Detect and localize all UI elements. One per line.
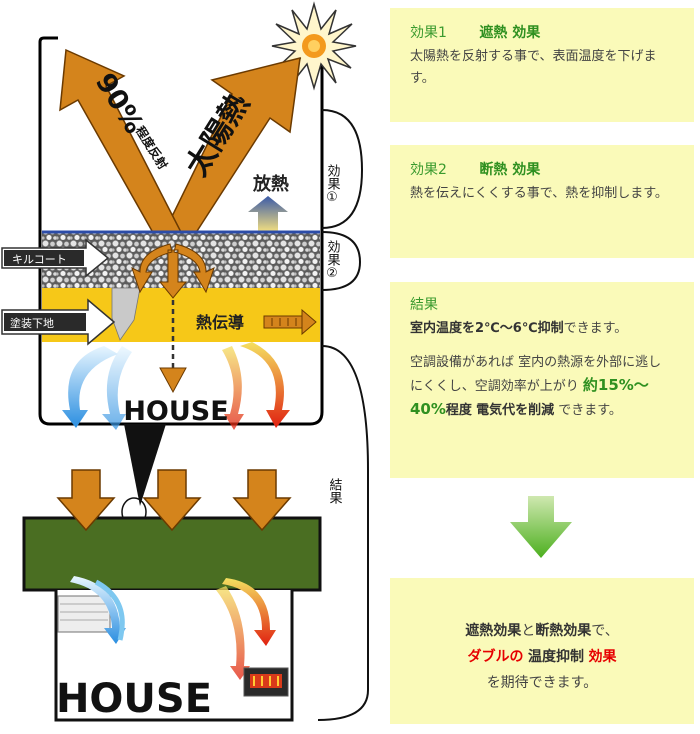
summary-w3: 断熱効果 — [535, 623, 592, 639]
coating-label-arrow: キルコート — [1, 238, 110, 278]
summary-w1: 遮熱効果 — [465, 623, 522, 639]
effect2-card: 効果2 断熱 効果 熱を伝えにくくする事で、熱を抑制します。 — [390, 145, 694, 258]
sun-heat-down-arrows — [56, 469, 292, 532]
summary-red2: 効果 — [588, 649, 617, 665]
svg-text:キルコート: キルコート — [12, 253, 67, 266]
result-title: 結果 — [410, 297, 438, 313]
summary-red1: ダブルの — [467, 649, 524, 665]
hot-air-arrow-top — [240, 342, 290, 428]
heat-release-label: 放熱 — [252, 173, 289, 195]
result-para2-d: できます。 — [554, 403, 622, 418]
heat-conduction-label: 熱伝導 — [196, 313, 244, 332]
result-para2-c: 電気代を削減 — [476, 403, 555, 418]
brace-effect1 — [321, 109, 364, 229]
svg-text:塗装下地: 塗装下地 — [10, 316, 54, 330]
down-arrow-icon — [510, 496, 572, 558]
effect1-card: 効果1 遮熱 効果 太陽熱を反射する事で、表面温度を下げます。 — [390, 8, 694, 122]
dispersal-arrows — [131, 243, 215, 299]
air-conditioner-icon — [57, 595, 111, 633]
house-label-bottom: HOUSE — [56, 676, 212, 722]
cool-air-arrow-bottom — [70, 576, 126, 644]
result-line1-bold: 室内温度を2℃～6℃抑制 — [410, 321, 564, 336]
heater-icon — [243, 667, 289, 697]
summary-card: 遮熱効果と断熱効果で、 ダブルの 温度抑制 効果 を期待できます。 — [390, 578, 694, 724]
zoom-pointer — [124, 424, 166, 506]
base-label-arrow: 塗装下地 — [1, 298, 116, 346]
sun-heat-arrow — [156, 57, 301, 246]
sun-icon — [271, 1, 357, 91]
effect2-title: 断熱 効果 — [479, 162, 541, 178]
cool-air-arrow-top — [62, 346, 118, 428]
brace-result — [317, 345, 369, 721]
result-para2-a: 空調設備があれば 室内の熱源を外部に逃しにくくし、空調効率が上がり — [410, 355, 662, 394]
summary-bold1: 温度抑制 — [528, 649, 584, 665]
effect1-body: 太陽熱を反射する事で、表面温度を下げます。 — [410, 49, 657, 86]
summary-w4: で、 — [591, 623, 619, 639]
result-para2-b: 程度 — [445, 403, 472, 418]
heat-diagram: 太陽熱 90% 程度反射 放熱 キルコート 塗装下地 熱伝導 HOUSE — [1, 1, 369, 722]
effect1-title: 遮熱 効果 — [479, 25, 541, 41]
summary-line3: を期待できます。 — [486, 675, 598, 691]
effect2-body: 熱を伝えにくくする事で、熱を抑制します。 — [410, 186, 668, 201]
result-line1-tail: できます。 — [563, 321, 628, 336]
hot-air-arrow-bottom — [222, 578, 276, 646]
result-savings-range: 約15%～40% — [410, 376, 649, 418]
effect2-num: 効果2 — [410, 162, 447, 178]
svg-text:効果②: 効果② — [325, 240, 341, 281]
brace-effect2 — [321, 231, 362, 291]
effect1-num: 効果1 — [410, 25, 447, 41]
heat-release-arrow — [248, 196, 288, 232]
heat-conduction-arrow — [263, 308, 317, 336]
svg-text:結果: 結果 — [327, 478, 343, 504]
house-label-top: HOUSE — [123, 396, 228, 427]
result-card: 結果 室内温度を2℃～6℃抑制できます。 空調設備があれば 室内の熱源を外部に逃… — [390, 282, 694, 478]
svg-text:効果①: 効果① — [325, 164, 341, 205]
summary-w2: と — [521, 623, 536, 639]
